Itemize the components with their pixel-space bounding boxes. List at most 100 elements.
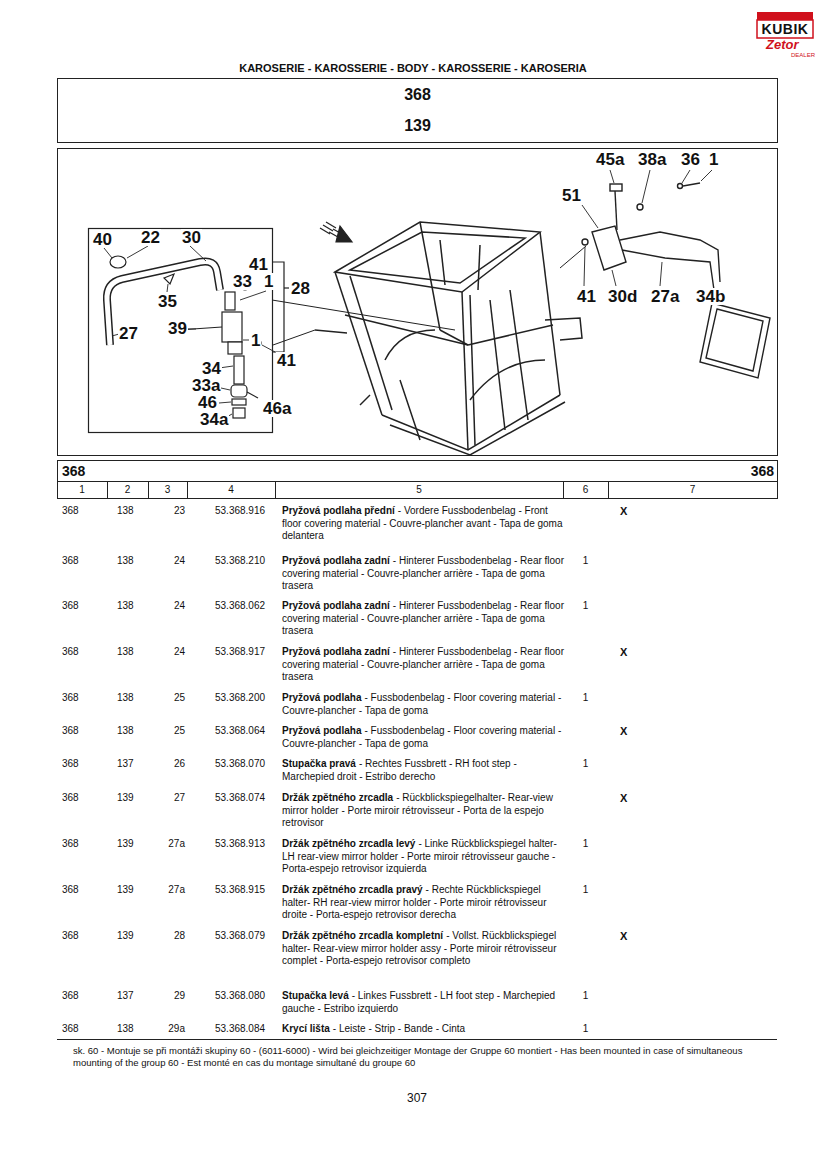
table-cell: 368	[62, 692, 79, 705]
description-cell: Držák zpětného zrcadla pravý- Rechte Rüc…	[282, 884, 564, 922]
part-name: Pryžová podlaha zadní	[282, 646, 390, 657]
description-cell: Pryžová podlaha zadní- Hinterer Fussbode…	[282, 555, 564, 593]
quantity: 1	[563, 884, 608, 897]
part-name: Pryžová podlaha	[282, 725, 361, 736]
cab-frame	[315, 222, 582, 455]
part-name: Stupačka levá	[282, 990, 349, 1001]
table-cell: 368	[62, 555, 79, 568]
detail-inset	[89, 229, 290, 433]
callout-number: 35	[157, 293, 178, 310]
table-cell: 138	[117, 725, 134, 738]
part-number: 53.368.913	[215, 838, 265, 851]
part-number: 53.368.064	[215, 725, 265, 738]
table-cell: 368	[62, 505, 79, 518]
logo-bar	[757, 12, 813, 20]
right-callout-leaders	[582, 170, 716, 302]
part-name: Pryžová podlaha zadní	[282, 600, 390, 611]
quantity: 1	[563, 758, 608, 771]
header-band: 368	[57, 78, 778, 111]
column-number: 1	[57, 484, 107, 496]
leader-lines	[272, 246, 586, 345]
part-number: 53.368.062	[215, 600, 265, 613]
callout-number: 36	[680, 151, 701, 168]
table-cell: 137	[117, 758, 134, 771]
quantity: X	[620, 725, 627, 738]
table-cell: 27a	[140, 884, 185, 897]
part-name: Pryžová podlaha přední	[282, 505, 395, 516]
part-number: 53.368.916	[215, 505, 265, 518]
quantity: X	[620, 792, 627, 805]
callout-number: 34	[201, 360, 222, 377]
part-number: 53.368.074	[215, 792, 265, 805]
callout-number: 45a	[595, 151, 625, 168]
description-cell: Pryžová podlaha zadní- Hinterer Fussbode…	[282, 600, 564, 638]
inset-parts	[110, 256, 261, 418]
table-cell: 368	[62, 930, 79, 943]
part-name: Držák zpětného zrcadla kompletní	[282, 930, 443, 941]
table-cell: 139	[117, 792, 134, 805]
mirror-arm-tube	[107, 261, 220, 345]
table-cell: 368	[62, 646, 79, 659]
callout-number: 46a	[262, 400, 292, 417]
quantity: 1	[563, 692, 608, 705]
part-number: 53.368.079	[215, 930, 265, 943]
part-number: 53.368.200	[215, 692, 265, 705]
callout-number: 41	[276, 352, 297, 369]
callout-number: 34b	[695, 288, 726, 305]
band-number: 139	[404, 117, 431, 135]
table-cell: 139	[117, 930, 134, 943]
quantity: X	[620, 930, 627, 943]
callout-number: 1	[708, 151, 719, 168]
description-cell: Držák zpětného zrcadla- Rückblickspiegel…	[282, 792, 564, 830]
table-cell: 24	[140, 555, 185, 568]
description-cell: Pryžová podlaha přední- Vordere Fussbode…	[282, 505, 564, 543]
part-number: 53.368.080	[215, 990, 265, 1003]
view-arrow	[320, 222, 352, 242]
description-cell: Stupačka pravá- Rechtes Fussbrett - RH f…	[282, 758, 564, 783]
logo-sub: DEALER	[791, 52, 815, 59]
right-mirror-assembly	[582, 183, 770, 378]
description-cell: Pryžová podlaha- Fussbodenbelag - Floor …	[282, 692, 564, 717]
part-number: 53.368.210	[215, 555, 265, 568]
callout-number: 34a	[199, 411, 229, 428]
part-name: Pryžová podlaha zadní	[282, 555, 390, 566]
drawing-frame	[58, 149, 778, 456]
callout-number: 1	[250, 332, 261, 349]
quantity: 1	[563, 990, 608, 1003]
quantity: 1	[563, 555, 608, 568]
table-cell: 368	[62, 990, 79, 1003]
callout-number: 38a	[637, 151, 667, 168]
column-number: 3	[148, 484, 187, 496]
table-group: 368	[62, 463, 85, 479]
quantity: 1	[563, 1023, 608, 1036]
callout-number: 33	[232, 273, 253, 290]
callout-number: 40	[92, 231, 113, 248]
table-cell: 368	[62, 725, 79, 738]
table-cell: 139	[117, 884, 134, 897]
part-name: Stupačka pravá	[282, 758, 356, 769]
part-number: 53.368.915	[215, 884, 265, 897]
callout-number: 27a	[650, 288, 680, 305]
callout-number: 30	[181, 229, 202, 246]
part-description: - Leiste - Strip - Bande - Cinta	[333, 1023, 465, 1034]
table-cell: 27a	[140, 838, 185, 851]
callout-number: 27	[118, 325, 139, 342]
column-number: 4	[187, 484, 275, 496]
table-cell: 368	[62, 1023, 79, 1036]
table-cell: 138	[117, 692, 134, 705]
table-cell: 368	[62, 838, 79, 851]
table-cell: 29	[140, 990, 185, 1003]
table-cell: 138	[117, 505, 134, 518]
column-number: 7	[608, 484, 777, 496]
table-cell: 368	[62, 758, 79, 771]
header-band: 139	[57, 110, 778, 143]
callout-number: 28	[290, 280, 311, 297]
callout-number: 33a	[191, 377, 221, 394]
part-name: Držák zpětného zrcadla pravý	[282, 884, 423, 895]
band-number: 368	[404, 86, 431, 104]
table-group: 368	[751, 463, 774, 479]
callout-number: 41	[248, 256, 269, 273]
description-cell: Pryžová podlaha- Fussbodenbelag - Floor …	[282, 725, 564, 750]
table-cell: 137	[117, 990, 134, 1003]
